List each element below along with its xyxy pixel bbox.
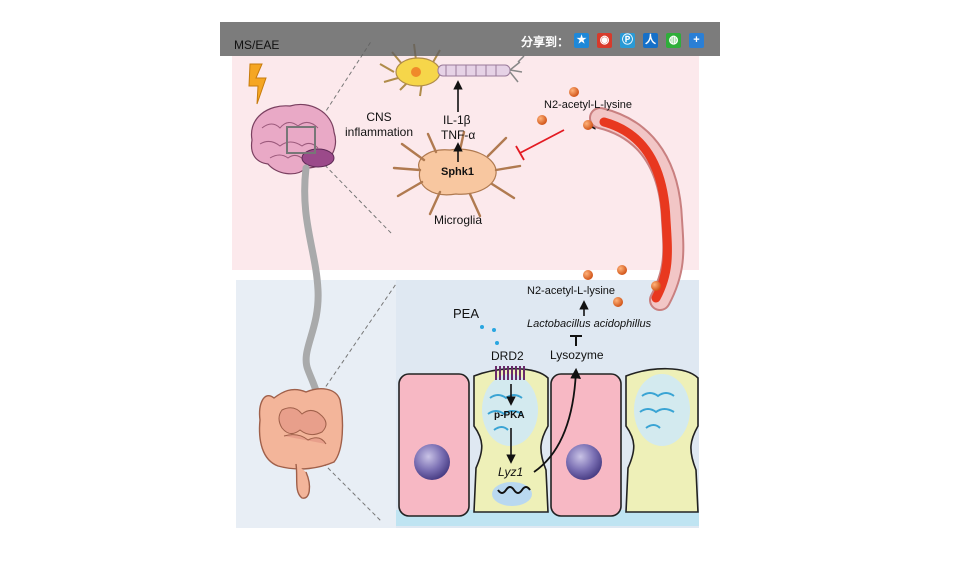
- microglia-label: Microglia: [434, 213, 483, 227]
- drd2-label: DRD2: [491, 349, 524, 363]
- pea-label: PEA: [453, 306, 480, 321]
- lightning-icon: [248, 63, 267, 105]
- share-label: 分享到：: [521, 35, 570, 49]
- intestine-illustration: [258, 388, 344, 499]
- sphk1-label: Sphk1: [441, 166, 475, 178]
- arrow-lyz1-to-lysozyme: [533, 367, 582, 473]
- weibo-icon[interactable]: ◉: [597, 33, 612, 48]
- renren-icon[interactable]: 人: [643, 33, 658, 48]
- wechat-icon[interactable]: ◍: [666, 33, 681, 48]
- pka-label: p-PKA: [494, 410, 525, 421]
- gut-metabolite-label: N2-acetyl-L-lysine: [527, 285, 616, 297]
- qzone-icon[interactable]: ★: [574, 33, 589, 48]
- microglia-illustration: [392, 130, 522, 218]
- cns-inflammation-label: CNS inflammation: [345, 110, 414, 139]
- condition-label: MS/EAE: [234, 38, 280, 52]
- more-icon[interactable]: +: [689, 33, 704, 48]
- blood-vessel: [589, 107, 685, 311]
- lysozyme-label: Lysozyme: [550, 348, 604, 362]
- lyz1-label: Lyz1: [498, 465, 524, 479]
- pengyou-icon[interactable]: Ⓟ: [620, 33, 635, 48]
- metabolite-particles: [537, 87, 661, 307]
- cytokine-tnfa-label: TNF-α: [441, 128, 476, 142]
- spinal-cord: [301, 164, 323, 424]
- brain-illustration: [250, 103, 337, 175]
- bacterium-label: Lactobacillus acidophillus: [527, 318, 652, 330]
- cytokine-il1b-label: IL-1β: [443, 113, 471, 127]
- cns-metabolite-label: N2-acetyl-L-lysine: [544, 99, 633, 111]
- share-toolbar: [220, 22, 720, 56]
- inhibition-symbol: [515, 129, 565, 161]
- pea-dots: [480, 325, 499, 345]
- lysozyme-inhibition: [570, 335, 582, 346]
- epithelium: [396, 366, 699, 526]
